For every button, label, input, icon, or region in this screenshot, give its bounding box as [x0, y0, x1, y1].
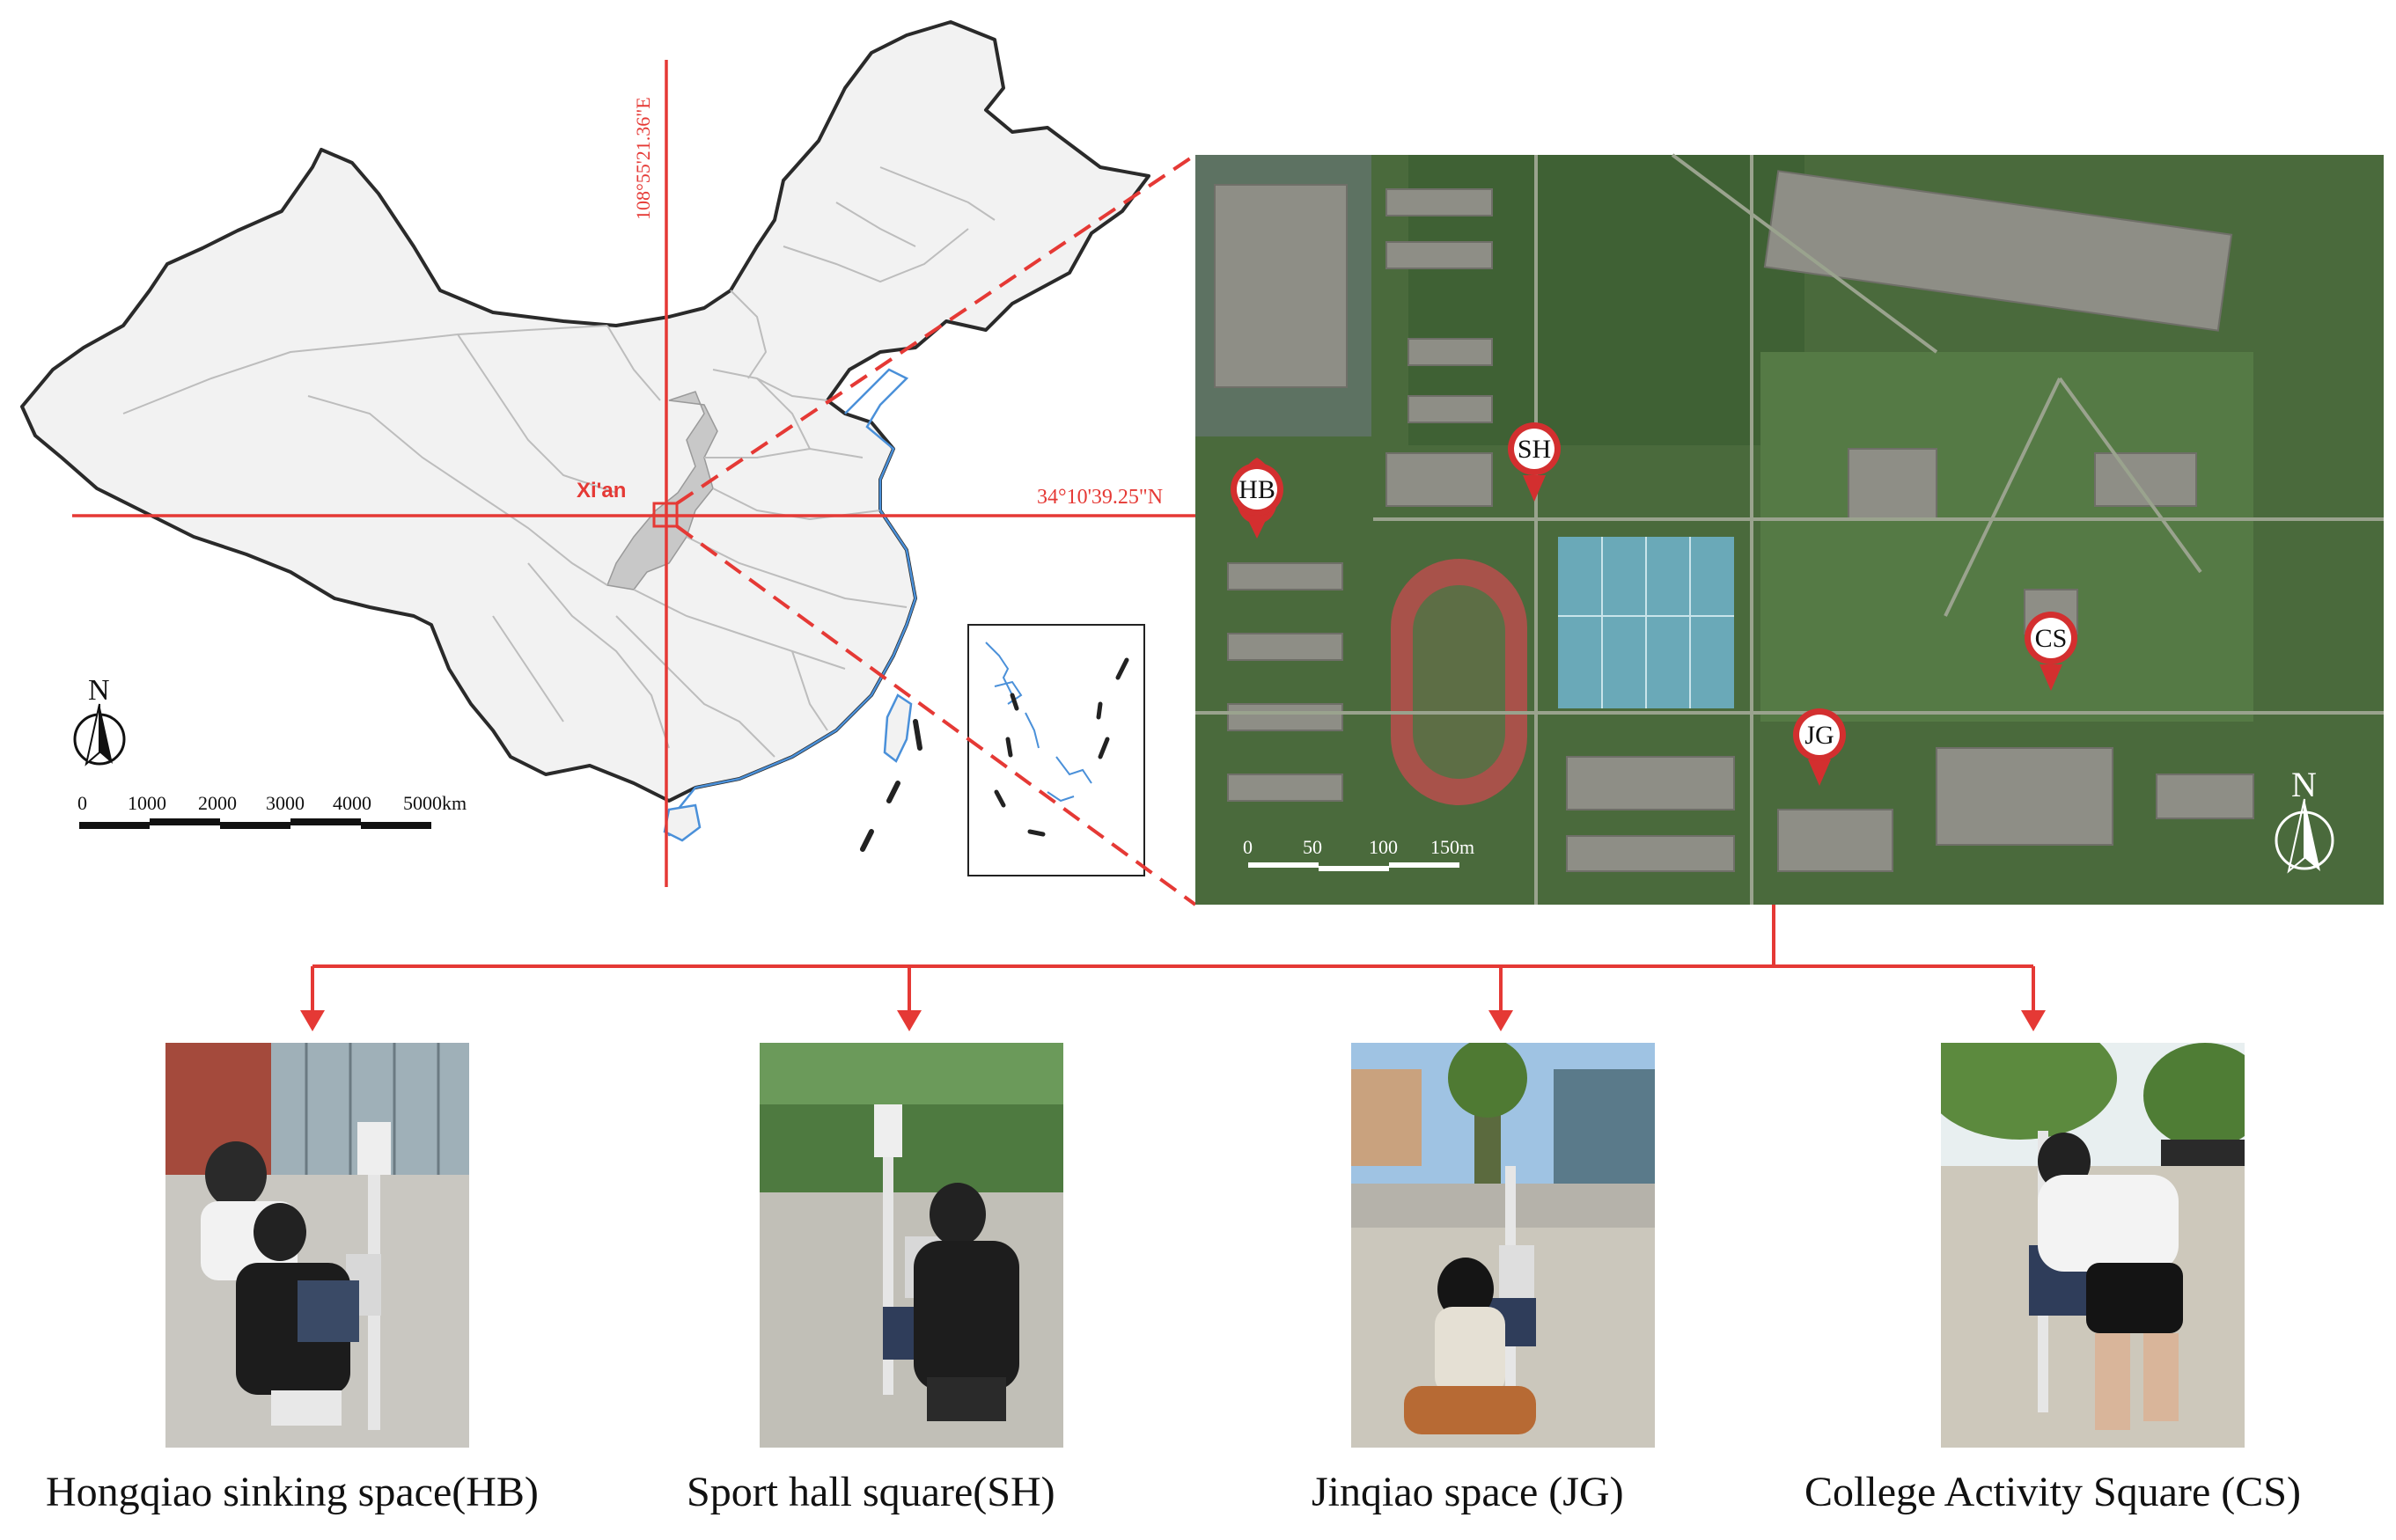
svg-text:100: 100: [1369, 836, 1398, 858]
svg-text:50: 50: [1303, 836, 1322, 858]
south-china-sea-inset: [967, 624, 1145, 876]
photo-hb: [165, 1043, 469, 1448]
north-arrow-satellite: N: [2275, 765, 2334, 874]
pin-sh: SH: [1508, 422, 1561, 502]
photo-cs: [1941, 1043, 2245, 1448]
svg-text:SH: SH: [1518, 435, 1551, 464]
latitude-label: 34°10'39.25"N: [1037, 486, 1163, 509]
satellite-map: HB SH CS JG 0 50 100 150m: [1195, 153, 2384, 905]
china-map: Xi'an 108°55'21.36"E 34°10'39.25"N N 0 1…: [20, 20, 1197, 906]
china-outline: [20, 20, 1150, 803]
caption-sh: Sport hall square(SH): [687, 1469, 1055, 1515]
caption-hb: Hongqiao sinking space(HB): [46, 1469, 539, 1515]
north-arrow-china: N: [73, 674, 126, 766]
svg-text:1000: 1000: [128, 792, 166, 814]
svg-text:N: N: [88, 674, 110, 707]
xian-label: Xi'an: [577, 479, 626, 502]
projection-line-bottom: [675, 524, 1197, 906]
svg-text:0: 0: [77, 792, 87, 814]
coastline: [667, 368, 917, 837]
photo-connectors: [311, 905, 2035, 1012]
svg-text:JG: JG: [1804, 721, 1834, 750]
photo-sh: [760, 1043, 1063, 1448]
shaanxi-province: [606, 391, 718, 590]
caption-jg: Jinqiao space (JG): [1312, 1469, 1624, 1515]
caption-cs: College Activity Square (CS): [1804, 1469, 2301, 1515]
province-boundaries: [122, 166, 996, 758]
projection-line-top: [675, 153, 1197, 505]
svg-text:0: 0: [1243, 836, 1253, 858]
photo-jg: [1351, 1043, 1655, 1448]
sea-dashes: [860, 719, 922, 852]
campus-paths: [1195, 153, 2384, 905]
svg-text:HB: HB: [1238, 475, 1275, 504]
hainan-island: [663, 803, 702, 842]
scale-bar-china: 0 1000 2000 3000 4000 5000km: [77, 792, 467, 829]
svg-text:150m: 150m: [1430, 836, 1474, 858]
svg-text:3000: 3000: [266, 792, 305, 814]
photo-arrowheads: [300, 1010, 2046, 1031]
svg-text:CS: CS: [2035, 624, 2068, 653]
xian-marker: [652, 502, 679, 528]
pin-hb: HB: [1231, 458, 1283, 539]
pin-cs: CS: [2025, 612, 2077, 691]
svg-text:5000km: 5000km: [403, 792, 467, 814]
pin-jg: JG: [1793, 708, 1846, 786]
svg-text:2000: 2000: [198, 792, 237, 814]
svg-text:4000: 4000: [333, 792, 371, 814]
longitude-label: 108°55'21.36"E: [632, 97, 654, 220]
taiwan-island: [883, 693, 913, 763]
svg-text:N: N: [2291, 765, 2317, 804]
scale-bar-satellite: 0 50 100 150m: [1243, 836, 1474, 871]
